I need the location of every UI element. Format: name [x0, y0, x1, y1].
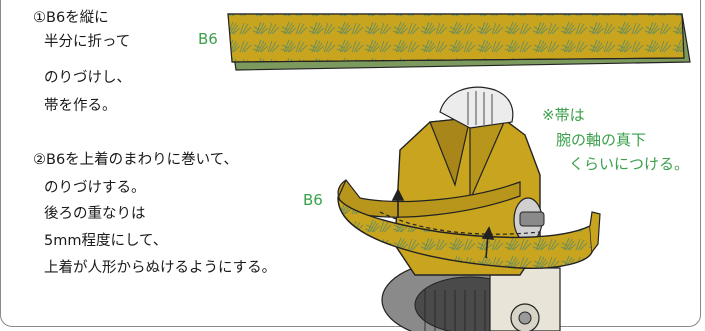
step2-line-1: ②B6を上着のまわりに巻いて、	[33, 152, 239, 168]
strip-label-b6: B6	[198, 30, 218, 48]
step1-line-2: 半分に折って	[44, 34, 131, 50]
note-line-3: くらいにつける。	[569, 155, 690, 173]
kimono-figure-illustration	[337, 86, 601, 331]
step2-line-3: 後ろの重なりは	[44, 206, 146, 222]
dashed-fold-line	[379, 211, 541, 235]
note-line-2: 腕の軸の真下	[556, 131, 647, 149]
step1-line-3: のりづけし、	[44, 70, 131, 86]
step2-line-2: のりづけする。	[44, 180, 146, 196]
step2-line-5: 上着が人形からぬけるようにする。	[44, 260, 277, 276]
step2-line-4: 5mm程度にして、	[44, 233, 168, 249]
step1-line-4: 帯を作る。	[44, 98, 117, 114]
b6-strip-illustration	[227, 13, 691, 71]
step1-line-1: ①B6を縦に	[33, 10, 109, 26]
note-line-1: ※帯は	[542, 106, 585, 124]
arrow-up	[391, 188, 495, 259]
band-label-b6: B6	[303, 191, 323, 209]
